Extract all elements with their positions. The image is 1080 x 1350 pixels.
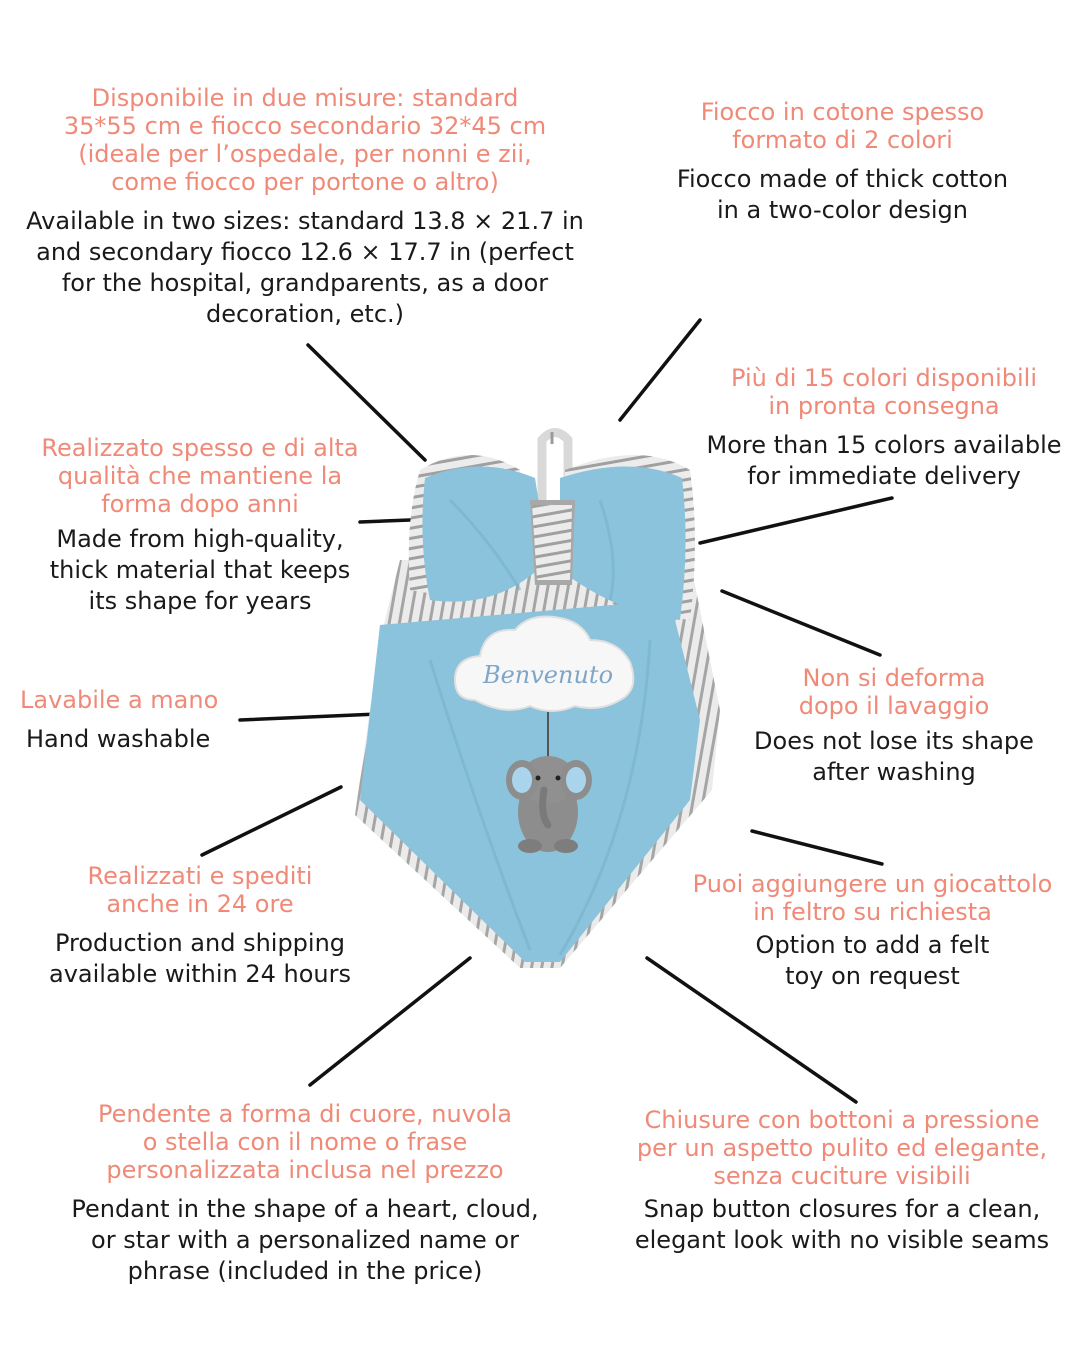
pendant-text: Benvenuto (482, 661, 613, 689)
feature-snap-en: Snap button closures for a clean, elegan… (634, 1195, 1050, 1254)
callout-line-washable (238, 712, 380, 722)
feature-sizes: Disponibile in due misure: standard 35*5… (10, 84, 600, 330)
feature-washable-en: Hand washable (26, 725, 211, 753)
callout-line-sizes (306, 343, 427, 462)
callout-line-snap (645, 956, 858, 1104)
elephant-toy (506, 756, 592, 853)
blue-bow-left (422, 466, 548, 602)
feature-quality-en: Made from high-quality, thick material t… (49, 525, 351, 615)
callout-line-quality (358, 518, 412, 524)
feature-colors-it: Più di 15 colori disponibili in pronta c… (731, 364, 1037, 420)
callout-line-toy (750, 829, 884, 866)
feature-washable-it: Lavabile a mano (20, 686, 219, 714)
feature-sizes-it: Disponibile in due misure: standard 35*5… (63, 84, 547, 196)
feature-no-deform: Non si deforma dopo il lavaggio Does not… (720, 664, 1068, 788)
feature-pendant-en: Pendant in the shape of a heart, cloud, … (71, 1195, 539, 1285)
feature-snap: Chiusure con bottoni a pressione per un … (612, 1106, 1072, 1256)
feature-no-deform-it: Non si deforma dopo il lavaggio (798, 664, 990, 720)
feature-shipping: Realizzati e spediti anche in 24 ore Pro… (20, 862, 380, 990)
feature-pendant: Pendente a forma di cuore, nuvola o stel… (30, 1100, 580, 1287)
feature-cotton-en: Fiocco made of thick cotton in a two-col… (676, 165, 1009, 224)
feature-quality-it: Realizzato spesso e di alta qualità che … (41, 434, 359, 518)
callout-line-no-deform (720, 589, 882, 657)
callout-line-shipping (200, 785, 343, 857)
feature-sizes-en: Available in two sizes: standard 13.8 × … (26, 207, 584, 328)
feature-shipping-it: Realizzati e spediti anche in 24 ore (87, 862, 313, 918)
feature-snap-it: Chiusure con bottoni a pressione per un … (636, 1106, 1048, 1190)
feature-pendant-it: Pendente a forma di cuore, nuvola o stel… (98, 1100, 512, 1184)
feature-quality: Realizzato spesso e di alta qualità che … (20, 434, 380, 617)
cloud-pendant: Benvenuto (453, 615, 635, 712)
feature-washable: Lavabile a mano Hand washable (20, 686, 270, 755)
hanging-loop (537, 428, 573, 520)
feature-cotton: Fiocco in cotone spesso formato di 2 col… (640, 98, 1045, 226)
feature-cotton-it: Fiocco in cotone spesso formato di 2 col… (700, 98, 985, 154)
callout-line-colors (698, 496, 894, 545)
feature-colors-en: More than 15 colors available for immedi… (706, 431, 1062, 490)
feature-colors: Più di 15 colori disponibili in pronta c… (688, 364, 1080, 492)
feature-toy-en: Option to add a felt toy on request (755, 931, 990, 990)
feature-shipping-en: Production and shipping available within… (48, 929, 352, 988)
feature-toy-it: Puoi aggiungere un giocattolo in feltro … (692, 870, 1053, 926)
callout-line-pendant (308, 956, 472, 1087)
feature-toy: Puoi aggiungere un giocattolo in feltro … (670, 870, 1075, 992)
feature-no-deform-en: Does not lose its shape after washing (754, 727, 1034, 786)
blue-bow-right (560, 466, 686, 620)
callout-line-cotton (618, 318, 702, 422)
